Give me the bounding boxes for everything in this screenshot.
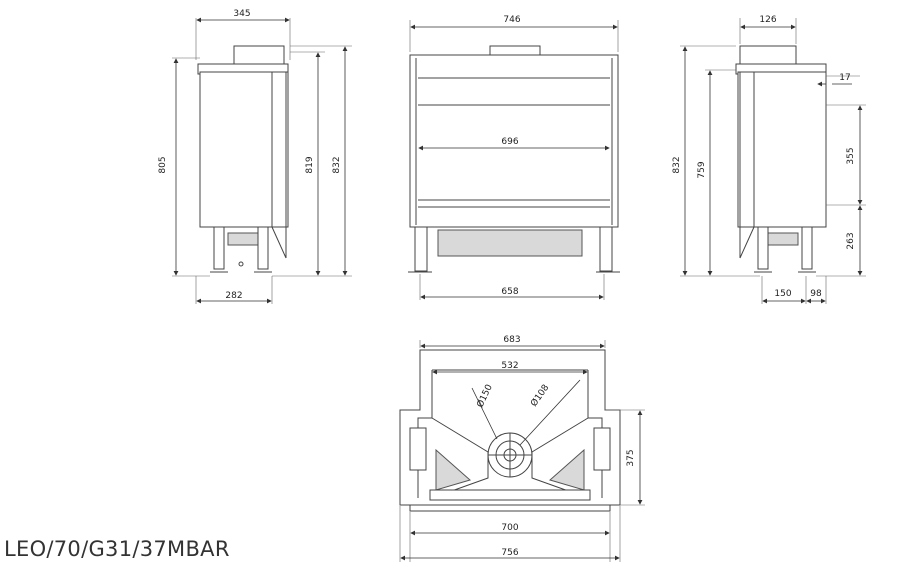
- dim-top-700: 700: [501, 523, 518, 533]
- dim-upper-355: 355: [846, 147, 856, 164]
- dim-side-width: 345: [233, 9, 250, 19]
- dim-top-756: 756: [501, 548, 518, 558]
- dim-side-height-832: 832: [332, 156, 342, 173]
- dim-base-98: 98: [810, 289, 822, 299]
- dim-base-150: 150: [774, 289, 791, 299]
- dim-top-375: 375: [626, 449, 636, 466]
- dim-side-depth: 282: [225, 291, 242, 301]
- dim-front-width: 746: [503, 15, 520, 25]
- dim-lower-263: 263: [846, 232, 856, 249]
- dim-top-683: 683: [503, 335, 520, 345]
- dim-right-height-832: 832: [672, 156, 682, 173]
- dim-offset-17: 17: [839, 73, 850, 83]
- dim-front-base: 658: [501, 287, 518, 297]
- model-label: LEO/70/G31/37MBAR: [4, 537, 230, 561]
- side-view-left: 345 282 805 819 832: [158, 9, 352, 304]
- dim-top-532: 532: [501, 361, 518, 371]
- top-view: Ø150 Ø108 683 532 375 700 756: [399, 335, 645, 562]
- dim-right-height-759: 759: [697, 161, 707, 178]
- front-view: 746 696 658: [408, 15, 620, 300]
- dim-side-height-819: 819: [305, 156, 315, 173]
- side-view-right: 126 17 832 759 355 263 150 98: [672, 15, 866, 304]
- dim-front-glass: 696: [501, 137, 518, 147]
- dim-side-height-805: 805: [158, 156, 168, 173]
- dim-flue-offset: 126: [759, 15, 776, 25]
